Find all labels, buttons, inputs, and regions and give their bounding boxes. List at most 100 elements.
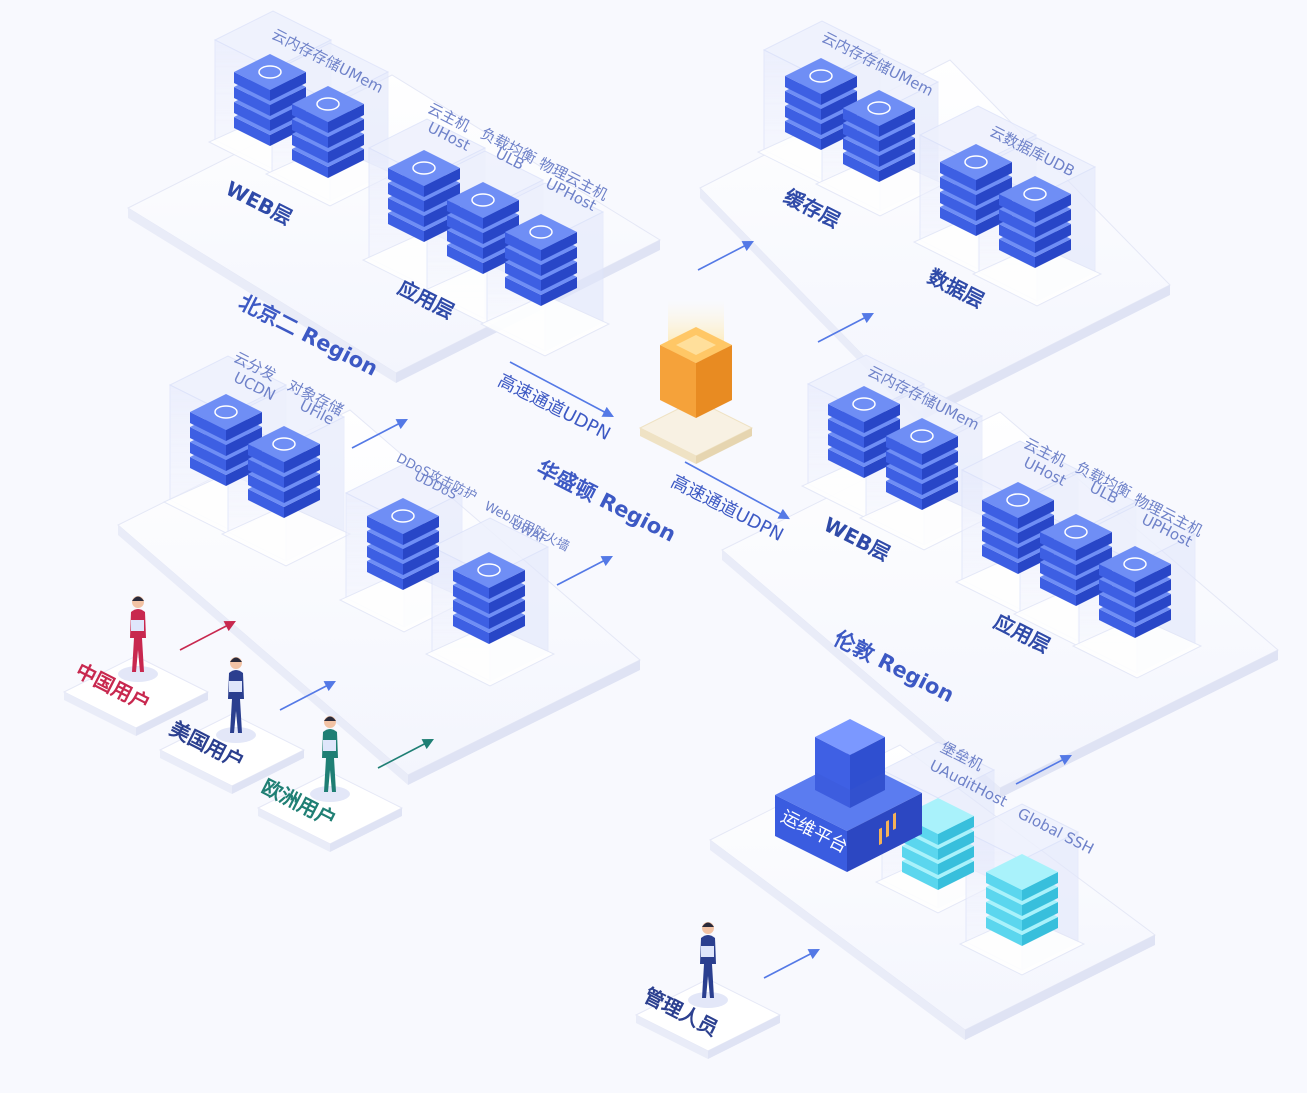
slab-right [1076,547,1112,576]
slab-left [388,198,424,227]
slab-left [447,230,483,259]
slab-right [403,516,439,545]
slab-right [864,404,900,433]
slab-right [541,262,577,291]
slab-left [999,194,1035,223]
slab-left [367,531,403,560]
slab-left [292,104,328,133]
server-stacks [190,54,1171,946]
slab-right [328,134,364,163]
service-icon [1064,525,1088,539]
slab-left [1099,564,1135,593]
stack-dc-udb-2 [999,176,1071,268]
slab-left [940,177,976,206]
arrows [179,240,1072,979]
slab-top [982,482,1054,518]
central-hub [638,300,754,464]
slab-left [999,224,1035,253]
user-device [229,681,242,692]
service-icon [964,155,988,169]
user-usa-figure [216,657,256,743]
slab-top [367,498,439,534]
stack-wa-ucdn [190,394,262,486]
slab-top [505,214,577,250]
slab-left [940,162,976,191]
slab-left [982,515,1018,544]
stack-beijing-uphost [505,214,577,306]
slab-top [886,418,958,454]
slab-right [328,119,364,148]
service-icon [867,101,891,115]
slab-left [828,449,864,478]
arrow-china [179,620,236,651]
slab-right [541,277,577,306]
slab-left [843,123,879,152]
slab-left [843,153,879,182]
slab-left [388,168,424,197]
slab-left [505,232,541,261]
slab-left [453,585,489,614]
stack-wa-ufile [248,426,320,518]
users [62,596,782,1059]
plinth-left [258,808,330,852]
slab-top [1099,546,1171,582]
slab-left [234,117,270,146]
slab-right [1018,515,1054,544]
plinth-right [708,1015,780,1059]
arrow-europe [377,738,434,769]
stack-london-uphost [1099,546,1171,638]
user-hair [702,922,714,927]
slab-left [388,213,424,242]
slab-left [234,87,270,116]
slab-left [785,91,821,120]
stack-london-uhost [982,482,1054,574]
arrow-to-cache [697,240,754,271]
plinth-right [136,692,208,736]
user-device [131,620,144,631]
slab-top [986,854,1058,890]
service-icon [1023,187,1047,201]
service-icon [412,161,436,175]
slab-left [447,245,483,274]
slab-right [879,123,915,152]
plinth-left [160,750,232,794]
slab-top [388,150,460,186]
user-hair [324,716,336,721]
service-icon [391,509,415,523]
user-device [323,740,336,751]
slab-right [403,561,439,590]
user-base [310,786,350,802]
user-legs [702,964,714,998]
slab-right [541,247,577,276]
slab-right [403,546,439,575]
service-icon [852,397,876,411]
user-legs [324,758,336,792]
slab-left [367,516,403,545]
plinth-right [232,750,304,794]
user-base [688,992,728,1008]
service-icon [1123,557,1147,571]
slab-top [843,90,915,126]
user-base [118,666,158,682]
stack-beijing-umem-1 [234,54,306,146]
slab-left [447,215,483,244]
slab-left [886,481,922,510]
slab-right [328,149,364,178]
user-legs [132,638,144,672]
slab-left [986,872,1022,901]
slab-left [843,108,879,137]
plinth-left [64,692,136,736]
user-plinth [158,713,306,794]
slab-left [843,138,879,167]
slab-top [999,176,1071,212]
slab-left [1099,579,1135,608]
arrow-ops [1015,754,1072,785]
slab-left [447,200,483,229]
slab-right [483,200,519,229]
arrow-wa-2 [556,555,613,586]
slab-left [234,102,270,131]
slab-left [886,451,922,480]
slab-right [879,108,915,137]
slab-right [1018,500,1054,529]
slab-left [1040,532,1076,561]
